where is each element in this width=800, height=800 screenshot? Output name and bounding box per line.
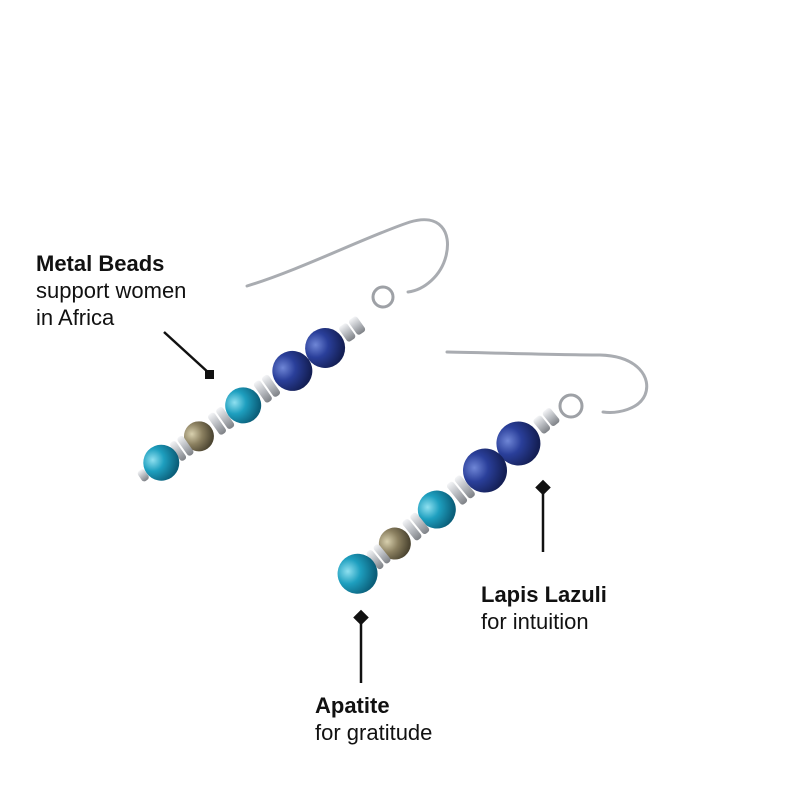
metal-spacer-icon [137, 469, 149, 482]
metal-spacer-icon [542, 408, 560, 426]
pyrite-bead-icon [378, 527, 411, 560]
metal-spacer-icon [533, 415, 551, 434]
lapis-bead-icon [305, 327, 346, 368]
annotation-title: Lapis Lazuli [481, 582, 607, 607]
apatite-bead-icon [225, 387, 262, 424]
metal-spacer-icon [253, 380, 272, 403]
metal-spacer-icon [177, 435, 194, 456]
jump-ring [371, 285, 395, 309]
lapis-bead-icon [496, 421, 541, 466]
metal-spacer-icon [262, 374, 281, 397]
apatite-bead-icon [417, 490, 456, 529]
left-earring [137, 218, 449, 482]
annotation-text: for gratitude [315, 719, 433, 745]
metal-spacer-icon [207, 412, 226, 435]
metal-spacer-icon [348, 316, 366, 335]
metal-spacer-icon [339, 323, 356, 342]
metal-spacer-icon [410, 512, 430, 535]
annotation-title: Apatite [315, 693, 390, 718]
lapis-bead-icon [463, 448, 508, 493]
annotation-text: in Africa [36, 304, 115, 330]
metal-spacer-icon [170, 441, 187, 461]
silver-hook-icon [245, 218, 449, 294]
metal-spacer-icon [373, 544, 391, 564]
right-earring [337, 350, 649, 594]
annotation-apatite: Apatite for gratitude [315, 693, 432, 747]
annotation-text: for intuition [481, 608, 589, 634]
annotation-title: Metal Beads [36, 251, 165, 276]
callout-lapis-lazuli [535, 479, 551, 552]
apatite-bead-icon [337, 553, 378, 594]
silver-hook-icon [445, 350, 649, 414]
annotation-lapis-lazuli: Lapis Lazuli for intuition [481, 582, 607, 636]
annotation-metal-beads: Metal Beads support women in Africa [36, 251, 186, 331]
pyrite-bead-icon [183, 421, 214, 452]
callout-apatite [353, 609, 369, 683]
lapis-bead-icon [272, 350, 313, 391]
jump-ring [558, 393, 584, 419]
apatite-bead-icon [143, 444, 180, 481]
annotation-text: support women [36, 277, 187, 303]
metal-spacer-icon [454, 475, 475, 499]
metal-spacer-icon [366, 550, 384, 570]
callout-metal-beads [163, 331, 214, 379]
metal-spacer-icon [216, 407, 235, 429]
metal-spacer-icon [402, 519, 422, 541]
metal-spacer-icon [446, 481, 468, 505]
